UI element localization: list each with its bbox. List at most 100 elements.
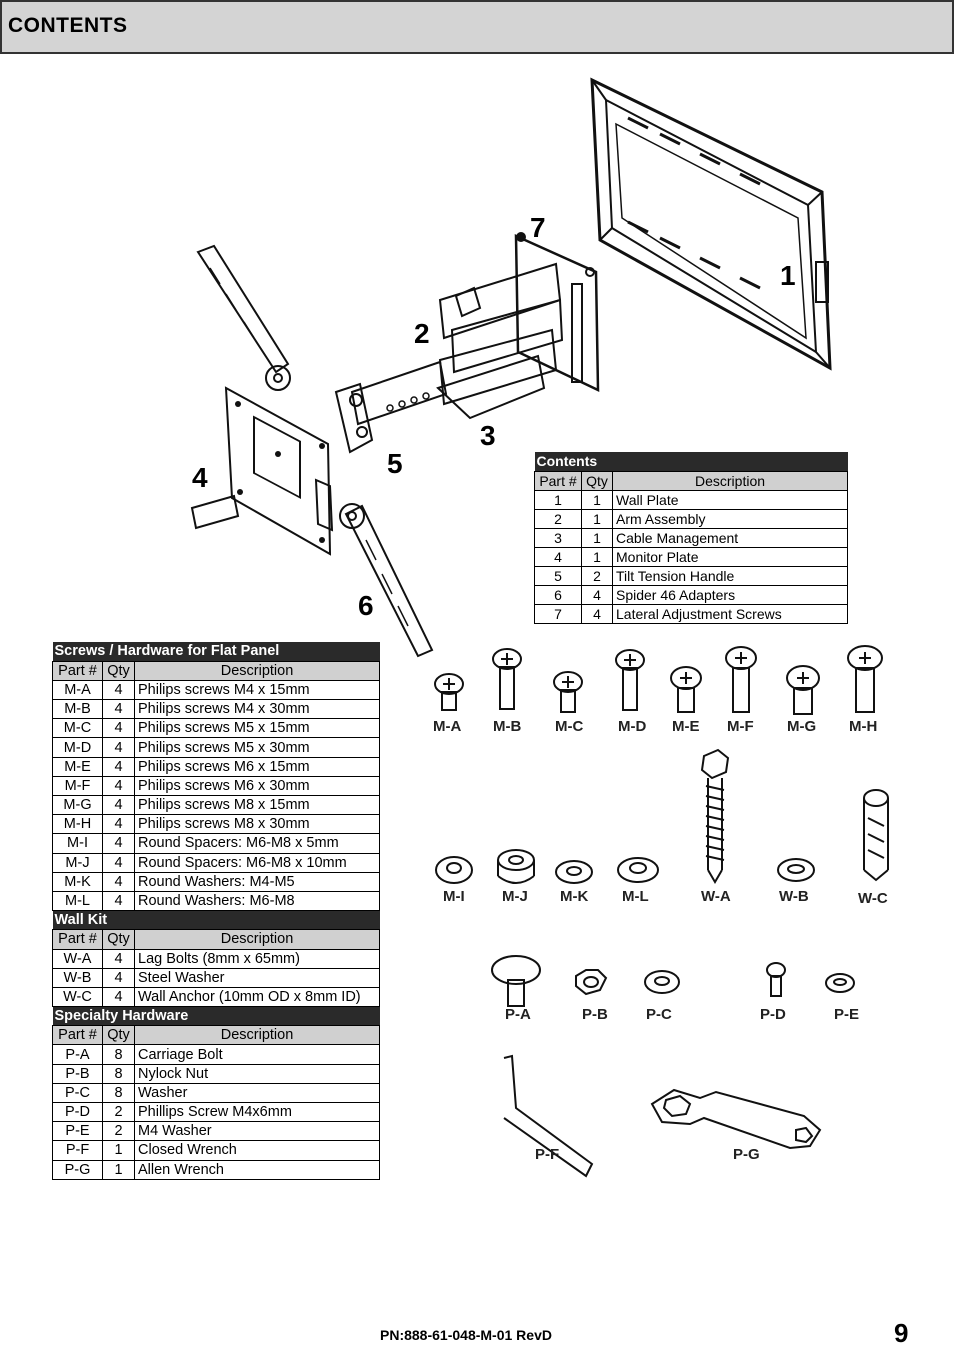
col-description: Description	[612, 471, 848, 491]
callout-3: 3	[480, 420, 496, 451]
qty-cell: 4	[102, 795, 135, 816]
qty-cell: 4	[102, 987, 135, 1008]
part-number-cell: M-F	[52, 776, 103, 797]
part-number-cell: W-B	[52, 968, 103, 988]
label-p-f: P-F	[535, 1146, 560, 1163]
callout-5: 5	[387, 448, 403, 479]
contents-section-title: Contents	[534, 452, 613, 472]
label-m-f: M-F	[727, 718, 754, 735]
description-cell: Philips screws M5 x 15mm	[134, 718, 380, 739]
section-title: Specialty Hardware	[52, 1006, 380, 1027]
description-cell: Allen Wrench	[134, 1160, 380, 1180]
label-p-b: P-B	[582, 1006, 608, 1023]
description-cell: Philips screws M8 x 15mm	[134, 795, 380, 816]
description-cell: Round Washers: M6-M8	[134, 891, 380, 912]
description-cell: Round Washers: M4-M5	[134, 872, 380, 892]
col-part: Part #	[534, 471, 582, 491]
part-number: PN:888-61-048-M-01 RevD	[380, 1327, 552, 1343]
qty-cell: 4	[102, 853, 135, 873]
monitor-plate-drawing	[190, 386, 334, 556]
qty-cell: 4	[102, 891, 135, 912]
qty-cell: 4	[102, 968, 135, 988]
spacers-drawing	[435, 748, 889, 884]
section-header: Screws / Hardware for Flat Panel	[52, 642, 380, 662]
tools-drawing	[503, 1054, 822, 1178]
part-number-cell: M-G	[52, 795, 103, 816]
description-cell: Monitor Plate	[612, 547, 848, 567]
col-qty: Qty	[102, 929, 135, 950]
description-cell: Lateral Adjustment Screws	[612, 604, 848, 624]
page-title: CONTENTS	[8, 14, 128, 37]
spider-adapter-drawing	[196, 244, 434, 658]
col-qty: Qty	[581, 471, 613, 491]
callout-7: 7	[530, 212, 546, 243]
col-qty: Qty	[102, 661, 135, 681]
part-number-cell: P-F	[52, 1140, 103, 1161]
part-number-cell: M-C	[52, 718, 103, 739]
section-header: Specialty Hardware	[52, 1006, 380, 1027]
col-part: Part #	[52, 661, 103, 681]
description-cell: Closed Wrench	[134, 1140, 380, 1161]
header-bar: CONTENTS	[0, 0, 954, 54]
label-m-l: M-L	[622, 888, 649, 905]
part-number-cell: 4	[534, 547, 582, 567]
qty-cell: 1	[581, 490, 613, 510]
label-w-c: W-C	[858, 890, 888, 907]
description-cell: M4 Washer	[134, 1121, 380, 1142]
part-number-cell: M-E	[52, 757, 103, 777]
part-number-cell: M-J	[52, 853, 103, 873]
qty-cell: 4	[102, 718, 135, 739]
qty-cell: 1	[581, 547, 613, 567]
qty-cell: 4	[102, 814, 135, 835]
label-p-e: P-E	[834, 1006, 860, 1023]
description-cell: Carriage Bolt	[134, 1044, 380, 1065]
description-cell: Lag Bolts (8mm x 65mm)	[134, 949, 380, 969]
description-cell: Arm Assembly	[612, 509, 848, 529]
callout-6: 6	[358, 590, 374, 621]
qty-cell: 4	[102, 757, 135, 777]
description-cell: Round Spacers: M6-M8 x 5mm	[134, 833, 380, 854]
part-number-cell: M-B	[52, 699, 103, 720]
callout-4: 4	[192, 462, 208, 493]
label-m-a: M-A	[433, 718, 462, 735]
col-description: Description	[134, 929, 380, 950]
label-m-g: M-G	[787, 718, 817, 735]
part-number-cell: M-K	[52, 872, 103, 892]
description-cell: Wall Anchor (10mm OD x 8mm ID)	[134, 987, 380, 1008]
qty-cell: 2	[102, 1121, 135, 1142]
label-m-e: M-E	[672, 718, 700, 735]
qty-cell: 4	[102, 776, 135, 797]
col-part: Part #	[52, 1025, 103, 1046]
part-number-cell: M-A	[52, 680, 103, 701]
part-number-cell: 7	[534, 604, 582, 624]
section-title: Wall Kit	[52, 910, 380, 931]
part-number-cell: M-L	[52, 891, 103, 912]
label-m-d: M-D	[618, 718, 647, 735]
description-cell: Wall Plate	[612, 490, 848, 510]
description-cell: Spider 46 Adapters	[612, 585, 848, 605]
description-cell: Washer	[134, 1083, 380, 1104]
arm-assembly-drawing	[334, 232, 600, 454]
qty-cell: 1	[102, 1140, 135, 1161]
part-number-cell: M-D	[52, 737, 103, 758]
part-number-cell: 6	[534, 585, 582, 605]
description-cell: Nylock Nut	[134, 1064, 380, 1084]
label-w-b: W-B	[779, 888, 809, 905]
description-cell: Philips screws M5 x 30mm	[134, 737, 380, 758]
